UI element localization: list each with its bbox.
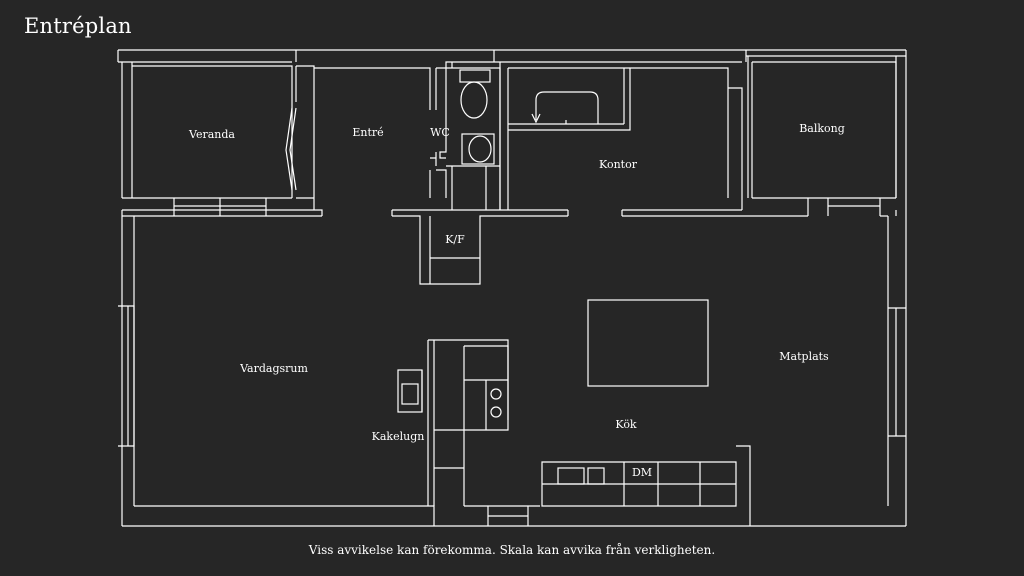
label-kakelugn: Kakelugn [372,430,425,443]
corridor-walls [391,209,569,285]
label-balkong: Balkong [799,122,845,135]
disclaimer-footer: Viss avvikelse kan förekomma. Skala kan … [308,543,716,557]
bottom-door [487,506,529,526]
label-kok: Kök [615,418,637,431]
kakelugn [397,339,509,506]
kontor-room [499,62,808,217]
label-wc: WC [430,126,450,139]
label-dm: DM [632,466,652,479]
entre-room [122,65,437,217]
label-entre: Entré [352,126,383,139]
vardagsrum-room [118,305,435,526]
kitchen-island-block [434,345,540,507]
label-kontor: Kontor [599,158,638,171]
right-window [888,307,906,437]
label-kf: K/F [445,233,465,246]
outer-walls [117,49,907,527]
dining-table [587,299,709,387]
room-labels: Veranda Entré WC Kontor Balkong K/F Vard… [188,122,845,479]
kitchen-counter [541,445,751,526]
label-veranda: Veranda [188,128,235,141]
page-title: Entréplan [24,14,132,38]
veranda-room [132,65,297,216]
label-matplats: Matplats [779,350,829,363]
balkong-room [747,56,897,217]
label-vardagsrum: Vardagsrum [239,362,308,375]
